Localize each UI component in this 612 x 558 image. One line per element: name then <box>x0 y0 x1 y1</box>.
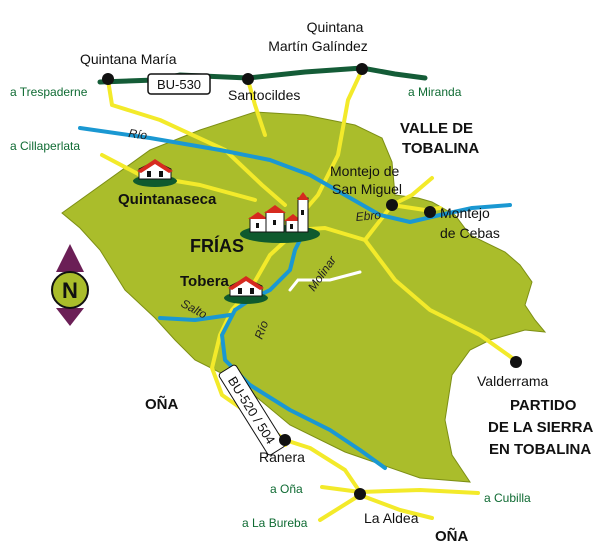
label-la-aldea: La Aldea <box>364 510 419 526</box>
label-tobalina-valle: TOBALINA <box>402 140 479 157</box>
svg-text:BU-530: BU-530 <box>157 77 201 92</box>
compass-letter-n: N <box>62 278 78 303</box>
label-ona-west: OÑA <box>145 395 179 413</box>
river-salto <box>158 313 232 322</box>
label-tobera: Tobera <box>180 273 230 290</box>
label-de-la-sierra: DE LA SIERRA <box>488 419 593 436</box>
label-valle-de: VALLE DE <box>400 120 473 137</box>
label-river-ebro: Ebro <box>355 208 382 224</box>
label-quintana-martin-2: Martín Galíndez <box>268 38 368 54</box>
label-a-miranda: a Miranda <box>408 85 462 99</box>
label-a-la-bureba: a La Bureba <box>242 516 308 530</box>
river-ebro <box>78 126 512 224</box>
label-santocildes: Santocildes <box>228 87 300 103</box>
municipality-territory <box>61 111 547 483</box>
north-compass: N <box>51 244 89 326</box>
town-dot-montejo-cebas <box>424 206 436 218</box>
label-quintanaseca: Quintanaseca <box>118 191 217 208</box>
label-a-cillaperlata: a Cillaperlata <box>10 139 80 153</box>
label-quintana-martin-1: Quintana <box>307 19 364 35</box>
town-markers <box>102 63 522 500</box>
town-dot-valderrama <box>510 356 522 368</box>
label-a-trespaderne: a Trespaderne <box>10 85 88 99</box>
village-icon-frias <box>240 192 320 243</box>
label-a-cubilla: a Cubilla <box>484 491 531 505</box>
label-a-ona: a Oña <box>270 482 303 496</box>
town-dot-santocildes <box>242 73 254 85</box>
label-river-rio-north: Río <box>128 126 149 143</box>
label-montejo-cebas-2: de Cebas <box>440 225 500 241</box>
river-south <box>220 308 387 470</box>
road-badge-bu-530: BU-530 <box>147 73 211 95</box>
label-montejo-cebas-1: Montejo <box>440 205 490 221</box>
label-montejo-san-miguel-2: San Miguel <box>332 181 402 197</box>
molinar-stream <box>288 270 362 292</box>
label-ranera: Ranera <box>259 449 305 465</box>
label-montejo-san-miguel-1: Montejo de <box>330 163 399 179</box>
label-river-rio-south: Río <box>252 318 272 341</box>
town-dot-ranera <box>279 434 291 446</box>
label-frias: FRÍAS <box>190 235 244 256</box>
label-valderrama: Valderrama <box>477 373 549 389</box>
label-en-tobalina: EN TOBALINA <box>489 441 591 458</box>
label-ona-south: OÑA <box>435 527 469 545</box>
village-icon-quintanaseca <box>133 159 177 187</box>
label-partido: PARTIDO <box>510 397 577 414</box>
label-quintana-maria: Quintana María <box>80 51 177 67</box>
town-dot-quintana-martin-galindez <box>356 63 368 75</box>
town-dot-quintana-maria <box>102 73 114 85</box>
village-icon-tobera <box>224 276 268 304</box>
town-dot-montejo-san-miguel <box>386 199 398 211</box>
town-dot-la-aldea <box>354 488 366 500</box>
